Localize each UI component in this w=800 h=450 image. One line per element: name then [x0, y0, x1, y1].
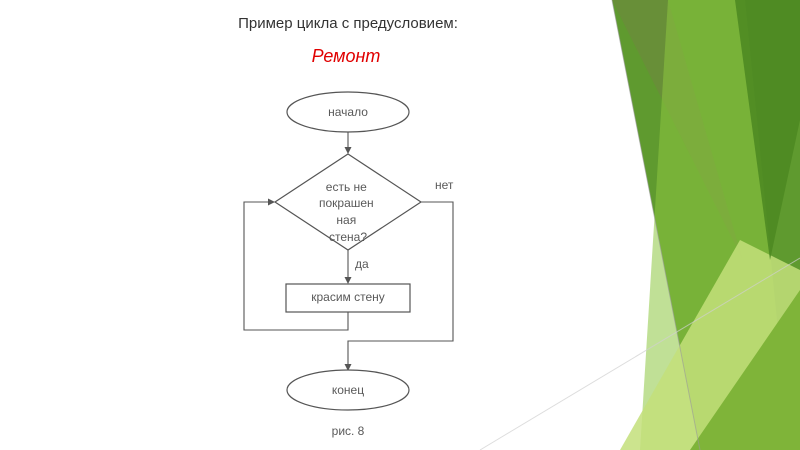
connector-loop-back [243, 201, 349, 331]
process-box-shape [285, 283, 411, 313]
decision-label-line-3: ная [336, 213, 356, 227]
start-label: начало [328, 105, 368, 119]
green-facet-bottom [690, 290, 800, 450]
arrowhead-loop-back [268, 198, 275, 206]
decorative-green-shapes [479, 0, 800, 450]
process-node: красим стену [285, 283, 411, 313]
end-label: конец [332, 383, 364, 397]
arrowhead-yes-branch [344, 277, 352, 284]
decision-label: есть не покрашен ная стена? [319, 180, 377, 244]
end-terminator-shape [286, 369, 410, 411]
connector-no-branch [347, 201, 454, 364]
green-facet-right [735, 0, 800, 260]
figure-caption: рис. 8 [332, 424, 365, 438]
end-node: конец [286, 369, 410, 411]
arrowhead-no-branch [344, 364, 352, 371]
facet-edge-line [611, 0, 701, 450]
slide-title: Пример цикла с предусловием: [238, 15, 458, 32]
start-node: начало [286, 91, 410, 133]
decision-label-line-1: есть не [326, 180, 367, 194]
slide-subtitle: Ремонт [312, 46, 381, 66]
facet-edge-line-2 [479, 257, 800, 450]
yes-label: да [355, 257, 369, 271]
decision-label-line-2: покрашен [319, 196, 374, 210]
process-label: красим стену [311, 290, 385, 304]
no-label: нет [435, 178, 454, 192]
arrowhead-start-decision [344, 147, 352, 154]
decision-node: есть не покрашен ная стена? [273, 153, 423, 251]
decision-label-line-4: стена? [329, 230, 367, 244]
